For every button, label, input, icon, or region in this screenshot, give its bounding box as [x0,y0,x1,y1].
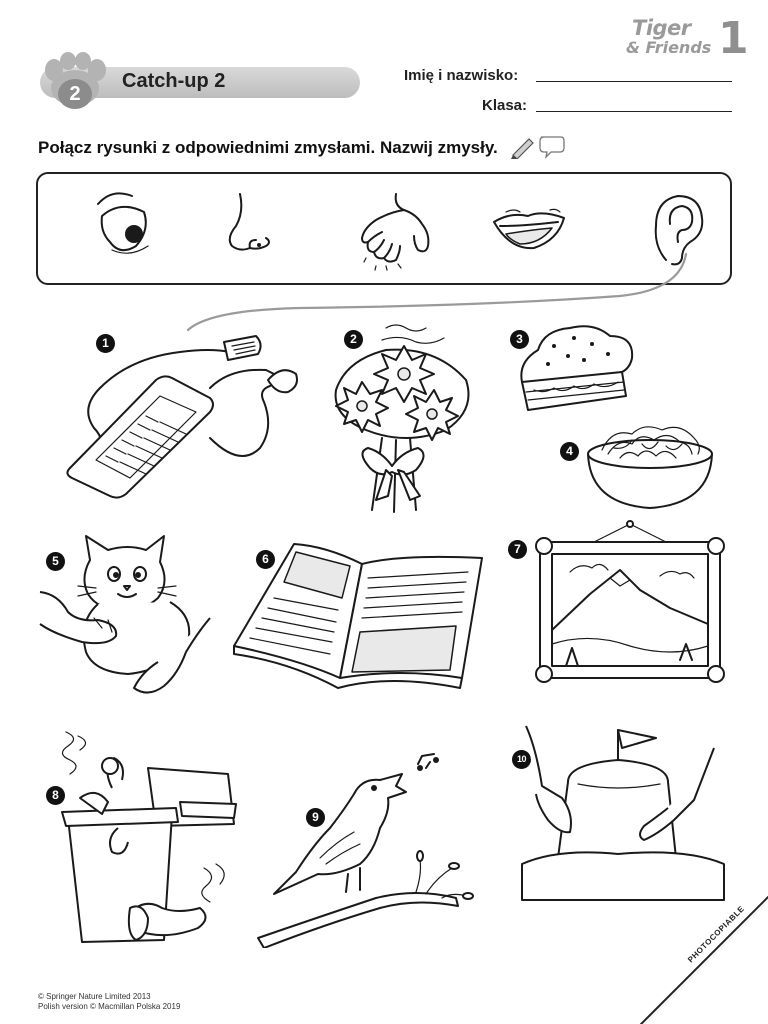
copyright-footer: © Springer Nature Limited 2013 Polish ve… [38,992,180,1012]
class-label: Klasa: [482,97,528,114]
open-book-icon[interactable] [230,538,490,706]
unit-number-badge: 2 [58,79,92,109]
picture-number-8: 8 [46,786,65,805]
singing-bird-icon[interactable] [256,748,484,948]
logo-number: 1 [718,13,749,64]
picture-number-1: 1 [96,334,115,353]
tiger-friends-logo: Tiger & Friends 1 [626,13,749,64]
ear-icon[interactable] [646,190,708,268]
picture-number-9: 9 [306,808,325,827]
cat-in-hands-icon[interactable] [38,532,224,708]
picture-number-10: 10 [512,750,531,769]
mobile-phone-with-earphones-icon[interactable] [60,328,310,508]
photocopiable-label: PHOTOCOPIABLE [686,904,747,965]
hand-icon[interactable] [354,190,436,272]
picture-number-4: 4 [560,442,579,461]
name-label: Imię i nazwisko: [404,67,519,84]
picture-number-3: 3 [510,330,529,349]
instruction-text: Połącz rysunki z odpowiednimi zmysłami. … [38,133,565,160]
mouth-icon[interactable] [490,204,570,262]
picture-number-7: 7 [508,540,527,559]
example-connecting-line [186,252,688,332]
name-field[interactable] [536,81,732,82]
eye-icon[interactable] [90,186,160,258]
instruction-label: Połącz rysunki z odpowiednimi zmysłami. … [38,138,498,157]
picture-number-5: 5 [46,552,65,571]
spaghetti-bowl-icon[interactable] [582,414,718,514]
copyright-line-2: Polish version © Macmillan Polska 2019 [38,1002,181,1011]
flower-bouquet-icon[interactable] [326,320,478,516]
logo-line2: & Friends [626,38,712,57]
logo-line1: Tiger [632,16,691,40]
rubbish-bin-icon[interactable] [52,728,244,950]
senses-box [36,172,732,285]
mountain-painting-icon[interactable] [530,520,730,692]
nose-icon[interactable] [222,190,278,262]
picture-number-6: 6 [256,550,275,569]
sandcastle-icon[interactable] [518,724,728,904]
copyright-line-1: © Springer Nature Limited 2013 [38,992,151,1001]
picture-number-2: 2 [344,330,363,349]
class-field[interactable] [536,111,732,112]
pencil-speech-icon [510,136,565,160]
cake-slice-icon[interactable] [514,320,638,420]
page-title: Catch-up 2 [122,70,226,92]
